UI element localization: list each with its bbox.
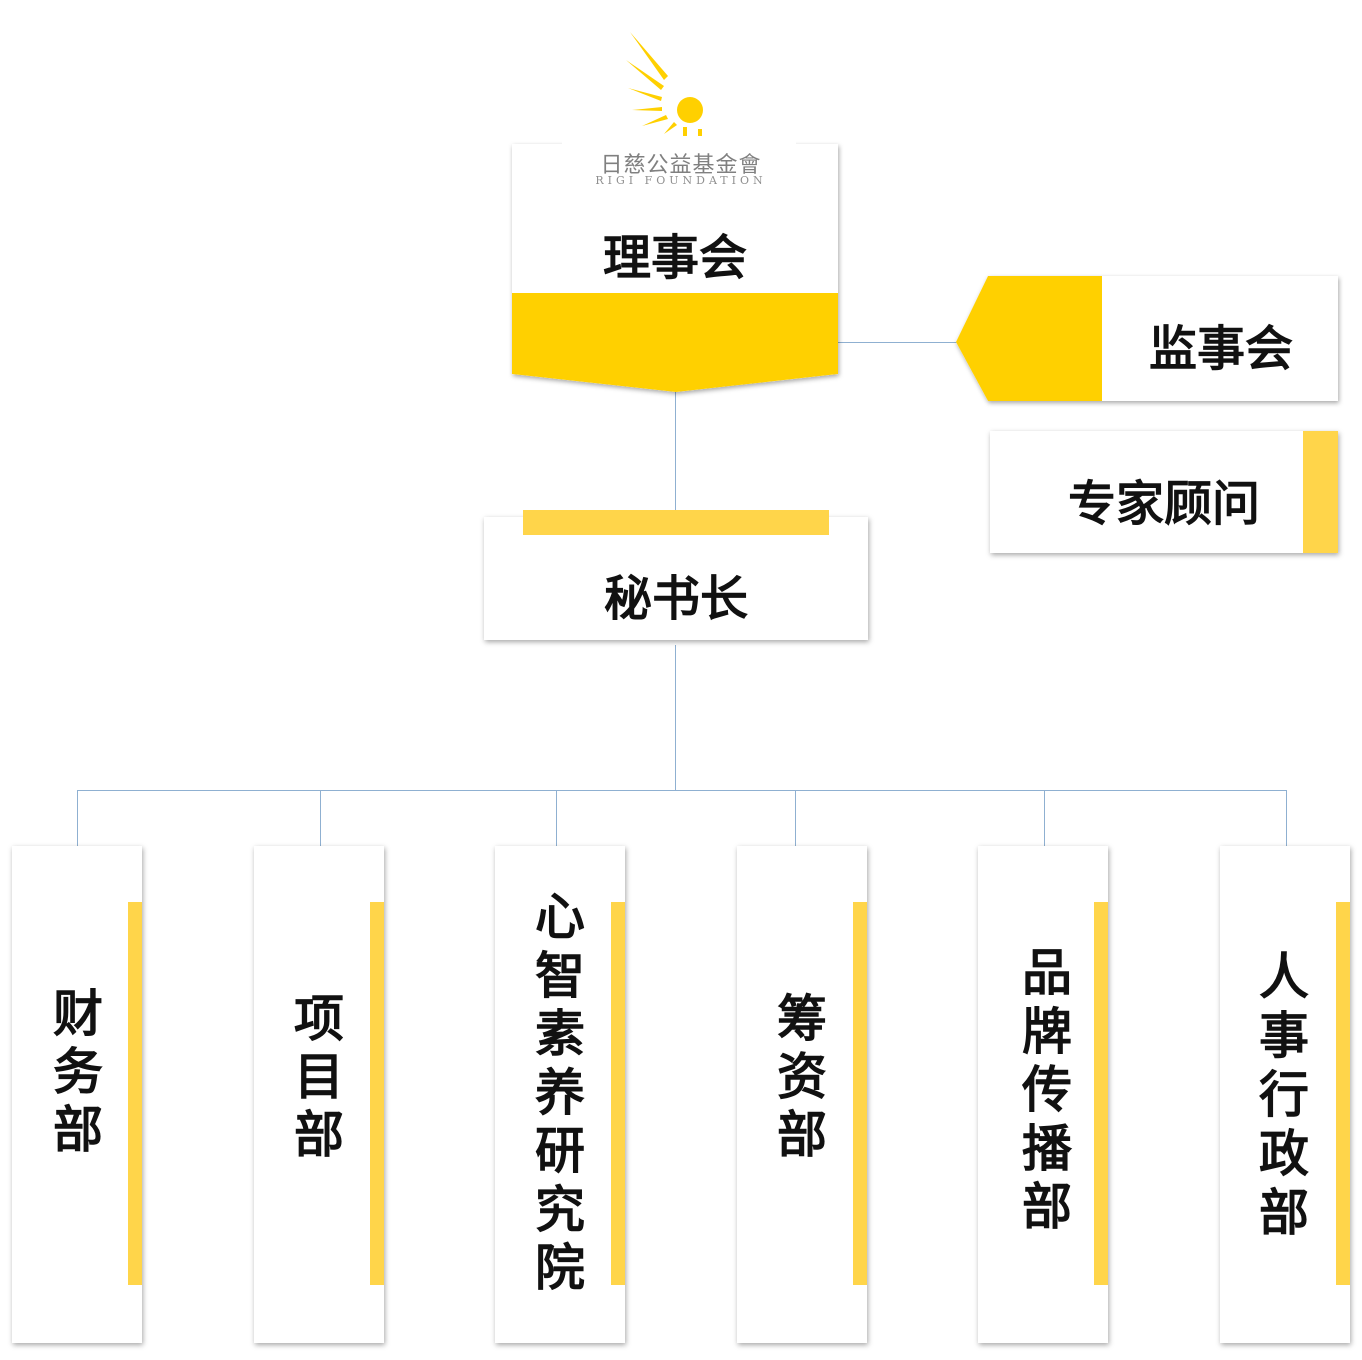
department-card <box>1220 846 1350 1343</box>
connector-secretary-down <box>675 645 676 790</box>
supervisors-card-shape <box>956 276 1338 401</box>
department-label: 品牌传播部 <box>1022 944 1072 1236</box>
advisors-label: 专家顾问 <box>1067 476 1260 532</box>
secretary-general-card <box>484 517 868 640</box>
department-label: 筹资部 <box>777 990 827 1164</box>
connector-department-bus <box>77 790 1287 791</box>
department-accent-bar <box>128 902 142 1285</box>
department-accent-bar <box>1094 902 1108 1285</box>
logo-name-chinese: 日慈公益基金會 <box>600 153 762 178</box>
department-accent-bar <box>611 902 625 1285</box>
department-card <box>495 846 625 1343</box>
department-label: 心智素养研究院 <box>535 888 585 1297</box>
connector-dept-6 <box>1286 790 1287 846</box>
department-accent-bar <box>1336 902 1350 1285</box>
department-card <box>254 846 384 1343</box>
connector-dept-2 <box>320 790 321 846</box>
secretary-general-label: 秘书长 <box>603 571 748 627</box>
department-label: 财务部 <box>53 985 103 1159</box>
advisors-card <box>990 431 1338 553</box>
logo-name-english: RIGI FOUNDATION <box>595 174 767 187</box>
connector-board-supervisors <box>838 342 958 343</box>
department-accent-bar <box>370 902 384 1285</box>
department-label: 项目部 <box>294 990 344 1164</box>
connector-dept-5 <box>1044 790 1045 846</box>
secretary-general-accent-bar <box>523 510 829 535</box>
sun-wings-logo-icon <box>626 32 703 136</box>
department-label: 人事行政部 <box>1259 948 1309 1242</box>
department-card <box>978 846 1108 1343</box>
connector-dept-4 <box>795 790 796 846</box>
department-accent-bar <box>853 902 867 1285</box>
connector-dept-3 <box>556 790 557 846</box>
board-card-shape <box>512 144 838 392</box>
supervisors-label: 监事会 <box>1148 321 1293 377</box>
logo-backdrop <box>562 132 796 192</box>
board-label: 理事会 <box>602 230 747 286</box>
connector-dept-1 <box>77 790 78 846</box>
advisors-accent-bar <box>1303 431 1338 553</box>
department-card <box>737 846 867 1343</box>
connector-board-secretary <box>675 390 676 518</box>
department-card <box>12 846 142 1343</box>
